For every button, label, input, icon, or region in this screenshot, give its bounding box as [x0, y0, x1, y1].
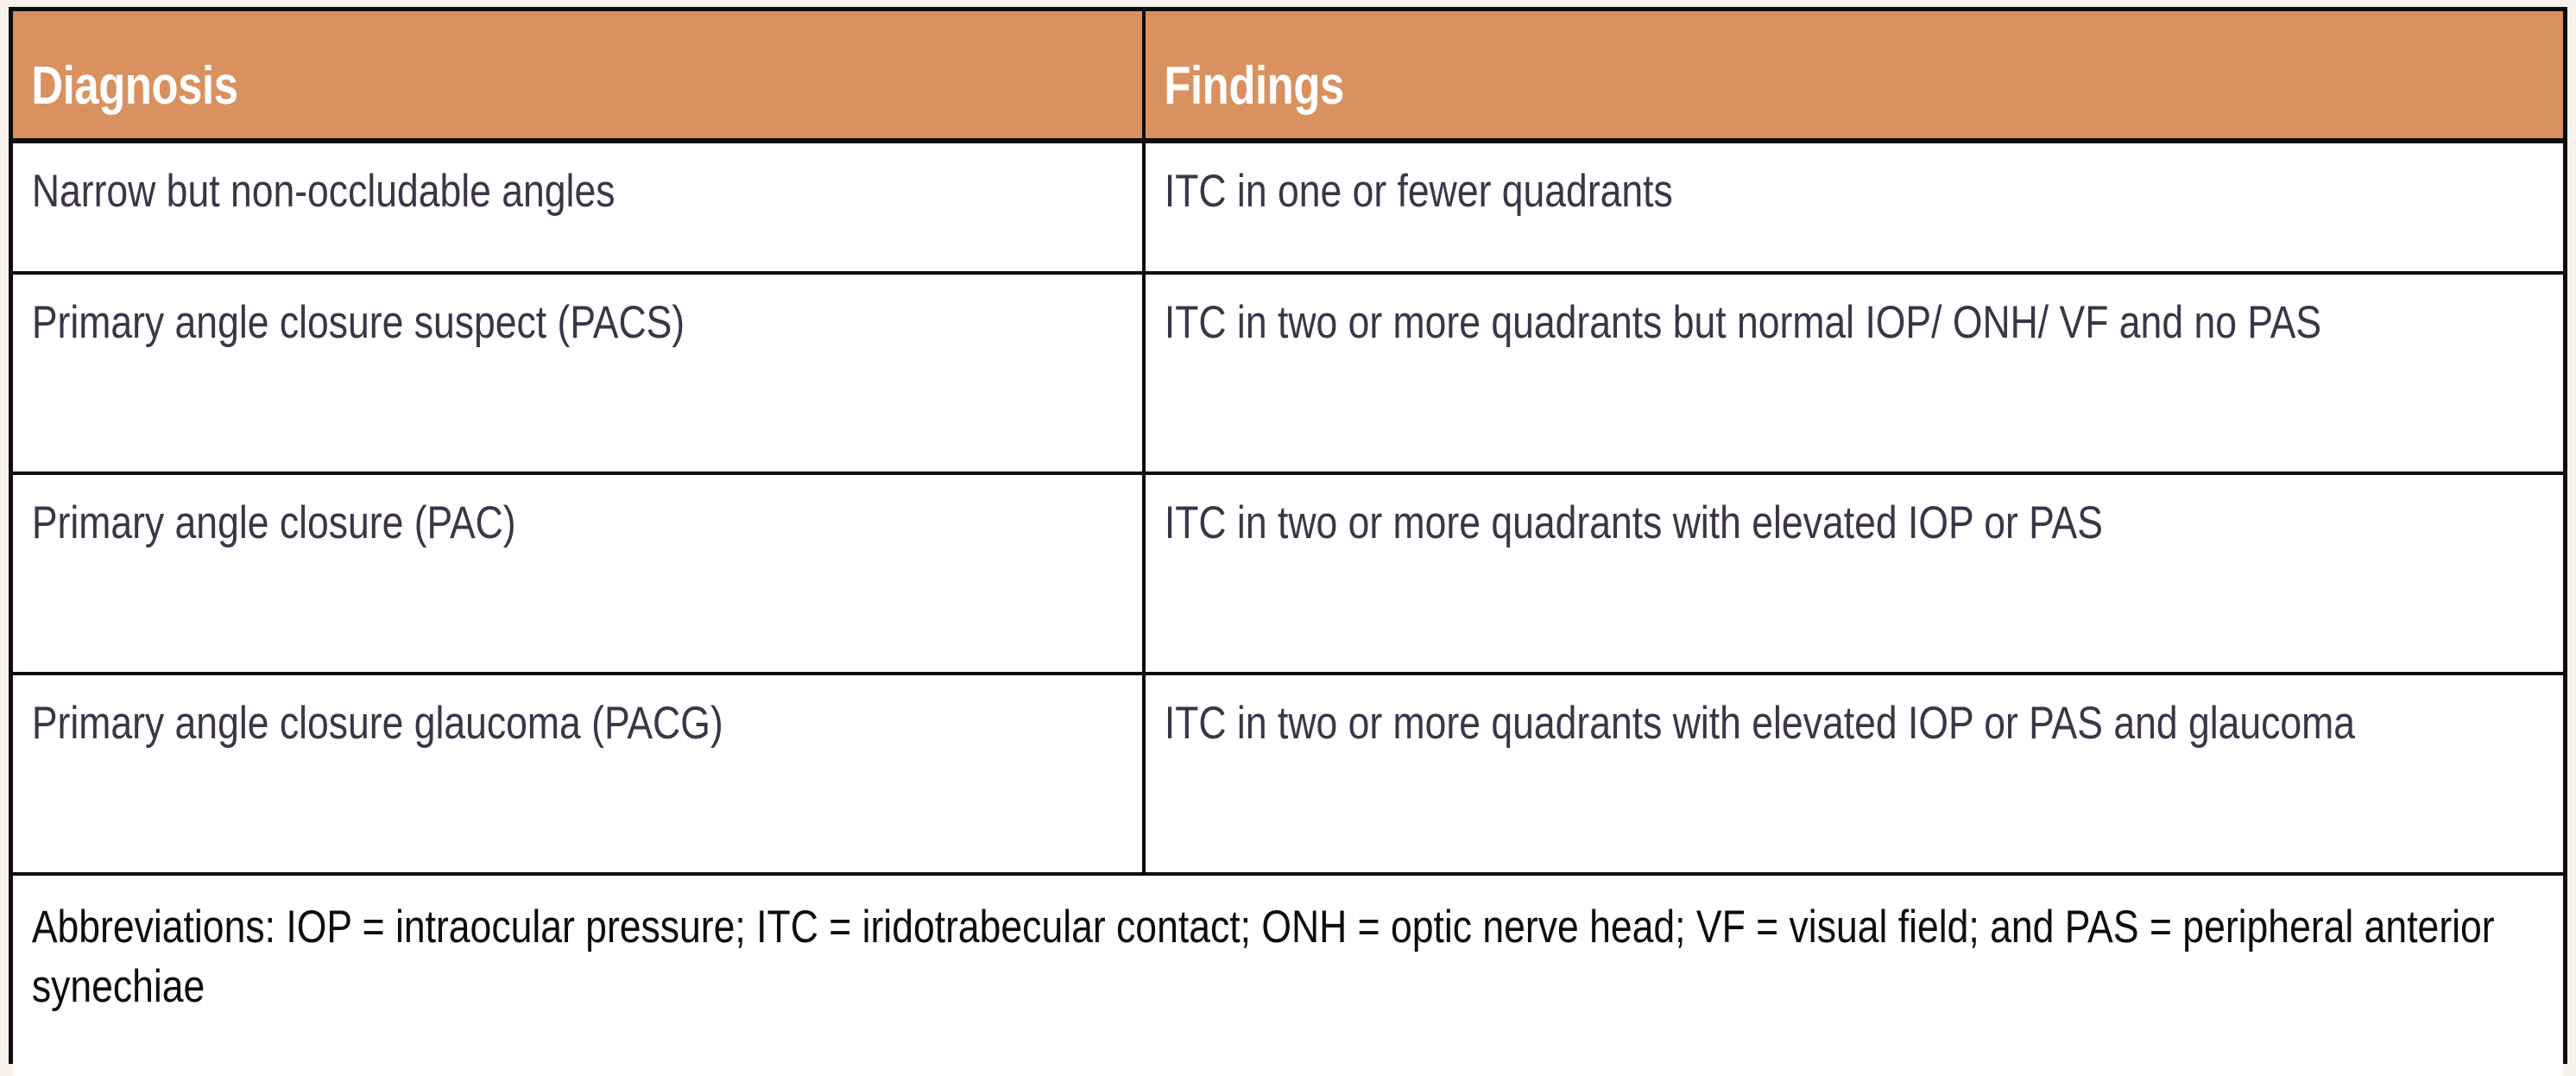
- cell-diagnosis: Primary angle closure suspect (PACS): [13, 273, 1146, 475]
- cell-diagnosis-text: Primary angle closure suspect (PACS): [31, 297, 685, 348]
- cell-findings-text: ITC in one or fewer quadrants: [1164, 166, 1673, 217]
- cell-footnote: Abbreviations: IOP = intraocular pressur…: [13, 874, 2563, 1076]
- column-header-findings: Findings: [1144, 11, 2563, 143]
- cell-findings: ITC in two or more quadrants but normal …: [1144, 273, 2563, 475]
- cell-diagnosis: Narrow but non-occludable angles: [13, 141, 1146, 275]
- cell-diagnosis: Primary angle closure glaucoma (PACG): [13, 674, 1146, 876]
- table-footnote-row: Abbreviations: IOP = intraocular pressur…: [13, 874, 2563, 1076]
- cell-findings-text: ITC in two or more quadrants with elevat…: [1164, 497, 2103, 548]
- diagnosis-findings-table-container: Diagnosis Findings Narrow but non-occlud…: [9, 7, 2567, 1076]
- table-row: Primary angle closure glaucoma (PACG) IT…: [13, 674, 2563, 876]
- table-row: Primary angle closure (PAC) ITC in two o…: [13, 473, 2563, 675]
- abbreviations-note: Abbreviations: IOP = intraocular pressur…: [31, 902, 2495, 1012]
- cell-findings: ITC in one or fewer quadrants: [1144, 141, 2563, 275]
- cell-findings: ITC in two or more quadrants with elevat…: [1144, 674, 2563, 876]
- column-header-diagnosis: Diagnosis: [13, 11, 1146, 143]
- cell-diagnosis-text: Primary angle closure glaucoma (PACG): [31, 698, 723, 749]
- cell-findings: ITC in two or more quadrants with elevat…: [1144, 473, 2563, 675]
- table-body: Narrow but non-occludable angles ITC in …: [13, 141, 2563, 1076]
- table-row: Primary angle closure suspect (PACS) ITC…: [13, 273, 2563, 475]
- column-header-findings-label: Findings: [1164, 56, 1344, 116]
- table-row: Narrow but non-occludable angles ITC in …: [13, 141, 2563, 275]
- cell-findings-text: ITC in two or more quadrants but normal …: [1164, 297, 2322, 348]
- cell-diagnosis-text: Primary angle closure (PAC): [31, 497, 516, 548]
- column-header-diagnosis-label: Diagnosis: [31, 56, 238, 116]
- cell-diagnosis-text: Narrow but non-occludable angles: [31, 166, 616, 217]
- cell-findings-text: ITC in two or more quadrants with elevat…: [1164, 698, 2356, 749]
- table-header-row: Diagnosis Findings: [13, 11, 2563, 143]
- cell-diagnosis: Primary angle closure (PAC): [13, 473, 1146, 675]
- diagnosis-findings-table: Diagnosis Findings Narrow but non-occlud…: [13, 11, 2563, 1076]
- table-header: Diagnosis Findings: [13, 11, 2563, 143]
